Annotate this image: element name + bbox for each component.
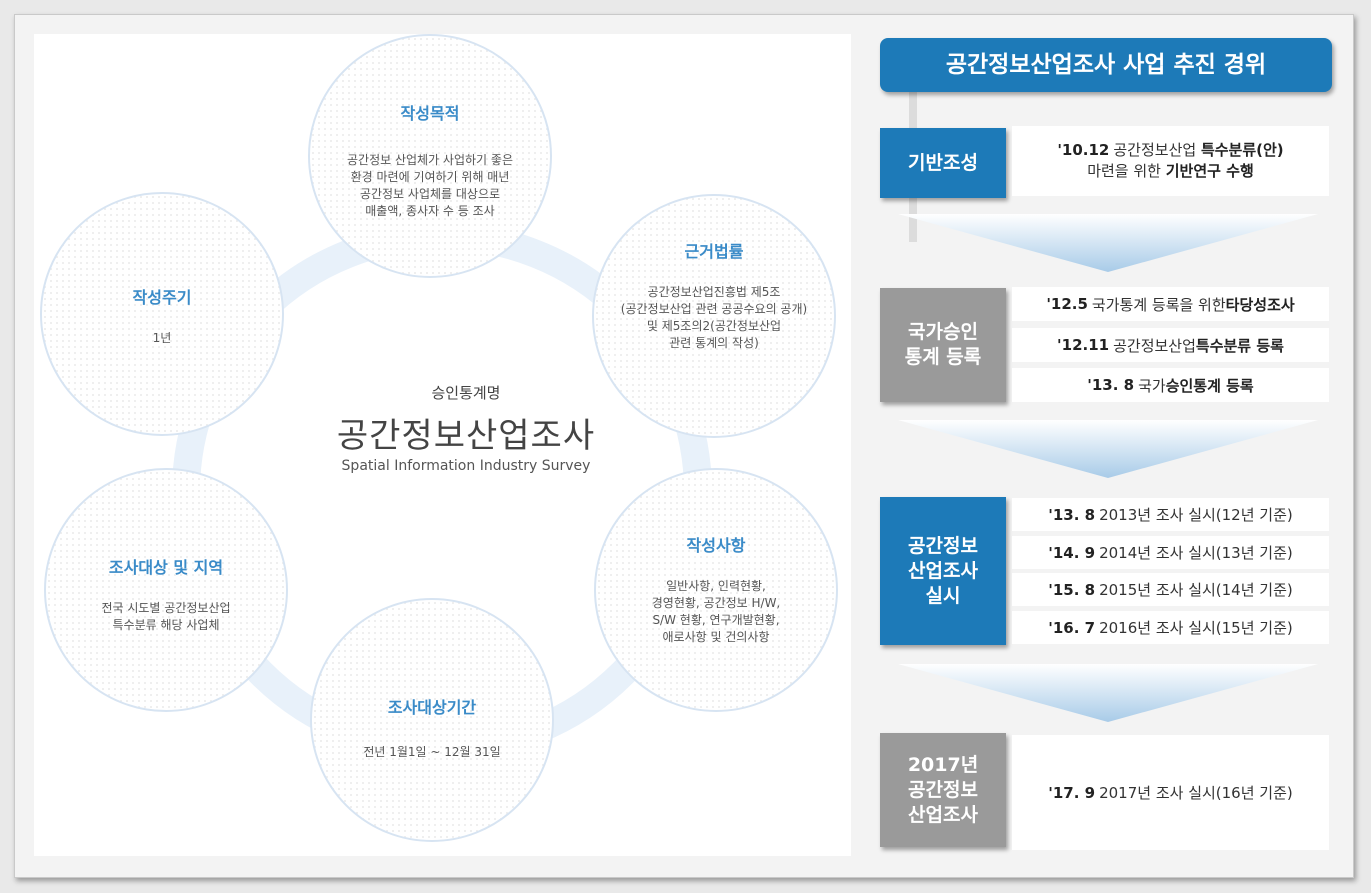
entry-date: '13. 8 (1087, 376, 1135, 394)
center-title: 공간정보산업조사 (336, 416, 596, 456)
circle-cycle-title: 작성주기 (132, 288, 192, 307)
text-line: 관련 통계의 작성) (669, 336, 759, 350)
entry-date: '13. 8 (1048, 505, 1096, 524)
text-line: 전국 시도별 공간정보산업 (101, 601, 231, 615)
down-arrow-3 (898, 664, 1318, 722)
entry-date: '15. 8 (1048, 580, 1096, 599)
section-national-approval: 국가승인 통계 등록 (880, 288, 1006, 402)
text-line: 일반사항, 인력현황, (666, 579, 766, 593)
text-line: 매출액, 종사자 수 등 조사 (365, 204, 495, 218)
section-label: 국가승인 (908, 321, 978, 343)
text-line: 환경 마련에 기여하기 위해 매년 (350, 170, 510, 184)
circle-cycle: 작성주기 1년 (40, 192, 284, 436)
text-line: 공간정보산업진흥법 제5조 (647, 285, 781, 299)
section-label: 공간정보 (908, 778, 978, 801)
center-label: 승인통계명 (431, 384, 501, 402)
entry-date: '10.12 (1057, 141, 1110, 159)
text-line: (공간정보산업 관련 공공수요의 공개) (620, 302, 808, 316)
entry-date: '12.5 (1046, 295, 1088, 313)
section-label: 기반조성 (908, 151, 978, 174)
circle-purpose-title: 작성목적 (400, 104, 460, 123)
circle-items-body: 일반사항, 인력현황, 경영현황, 공간정보 H/W, S/W 현황, 연구개발… (610, 578, 822, 646)
timeline-title: 공간정보산업조사 사업 추진 경위 (880, 38, 1332, 92)
entry-text: 공간정보산업 (1113, 141, 1201, 159)
section-2017-survey: 2017년 공간정보 산업조사 (880, 733, 1006, 847)
entry-emphasis: 기반연구 수행 (1165, 162, 1254, 180)
text-line: 1년 (152, 331, 172, 345)
entry-date: '12.11 (1057, 336, 1110, 354)
circle-purpose-body: 공간정보 산업체가 사업하기 좋은 환경 마련에 기여하기 위해 매년 공간정보… (324, 152, 536, 220)
section-label: 통계 등록 (904, 346, 982, 368)
circle-law-title: 근거법률 (684, 242, 744, 261)
circle-items: 작성사항 일반사항, 인력현황, 경영현황, 공간정보 H/W, S/W 현황,… (594, 468, 838, 712)
down-arrow-2 (898, 420, 1318, 478)
text-line: 전년 1월1일 ~ 12월 31일 (363, 745, 501, 759)
circle-target: 조사대상 및 지역 전국 시도별 공간정보산업 특수분류 해당 사업체 (44, 468, 288, 712)
entry-emphasis: 타당성조사 (1225, 295, 1295, 314)
circle-law-body: 공간정보산업진흥법 제5조 (공간정보산업 관련 공공수요의 공개) 및 제5조… (598, 284, 830, 352)
section-label: 2017년 (907, 753, 979, 776)
circle-period-body: 전년 1월1일 ~ 12월 31일 (326, 744, 538, 761)
entry-text: 2013년 조사 실시(12년 기준) (1099, 506, 1293, 524)
circle-law: 근거법률 공간정보산업진흥법 제5조 (공간정보산업 관련 공공수요의 공개) … (592, 194, 836, 438)
text-line: 및 제5조의2(공간정보산업 (646, 319, 782, 333)
entry-line: 마련을 위한 기반연구 수행 (1087, 161, 1254, 182)
text-line: 공간정보 산업체가 사업하기 좋은 (346, 153, 513, 167)
entry-emphasis: 특수분류(안) (1200, 141, 1284, 159)
entry-emphasis: 승인통계 등록 (1165, 376, 1254, 395)
circle-items-title: 작성사항 (686, 536, 746, 555)
section-label: 공간정보 (908, 534, 978, 557)
text-line: 경영현황, 공간정보 H/W, (651, 596, 781, 610)
circle-diagram: 작성목적 공간정보 산업체가 사업하기 좋은 환경 마련에 기여하기 위해 매년… (34, 34, 851, 856)
entry-date: '14. 9 (1048, 543, 1096, 562)
entry-text: 마련을 위한 (1087, 162, 1166, 180)
down-arrow-1 (898, 214, 1318, 272)
section-foundation: 기반조성 (880, 128, 1006, 198)
circle-cycle-body: 1년 (56, 330, 268, 347)
text-line: 애로사항 및 건의사항 (662, 630, 770, 644)
entry-date: '16. 7 (1048, 618, 1096, 637)
text-line: S/W 현황, 연구개발현황, (652, 613, 780, 627)
entry-emphasis: 특수분류 등록 (1195, 336, 1284, 355)
circle-target-title: 조사대상 및 지역 (108, 558, 224, 577)
text-line: 공간정보 사업체를 대상으로 (359, 187, 501, 201)
entry-text: 국가통계 등록을 위한 (1091, 295, 1226, 314)
entry-text: 2017년 조사 실시(16년 기준) (1099, 784, 1293, 802)
entry-text: 2014년 조사 실시(13년 기준) (1099, 544, 1293, 562)
center-subtitle: Spatial Information Industry Survey (341, 458, 591, 474)
entry-date: '17. 9 (1048, 783, 1096, 802)
circle-purpose: 작성목적 공간정보 산업체가 사업하기 좋은 환경 마련에 기여하기 위해 매년… (308, 34, 552, 278)
entry-text: 공간정보산업 (1113, 336, 1196, 355)
entry-text: 2015년 조사 실시(14년 기준) (1099, 581, 1293, 599)
text-line: 특수분류 해당 사업체 (112, 618, 220, 632)
section-label: 산업조사 (908, 803, 978, 826)
circle-period: 조사대상기간 전년 1월1일 ~ 12월 31일 (310, 598, 554, 842)
circle-period-title: 조사대상기간 (387, 698, 477, 717)
section-label: 산업조사 (908, 559, 978, 582)
section-label: 실시 (925, 584, 961, 607)
circle-target-body: 전국 시도별 공간정보산업 특수분류 해당 사업체 (60, 600, 272, 634)
entry-text: 2016년 조사 실시(15년 기준) (1099, 619, 1293, 637)
entry-text: 국가 (1138, 376, 1166, 395)
section-survey-conducted: 공간정보 산업조사 실시 (880, 497, 1006, 645)
